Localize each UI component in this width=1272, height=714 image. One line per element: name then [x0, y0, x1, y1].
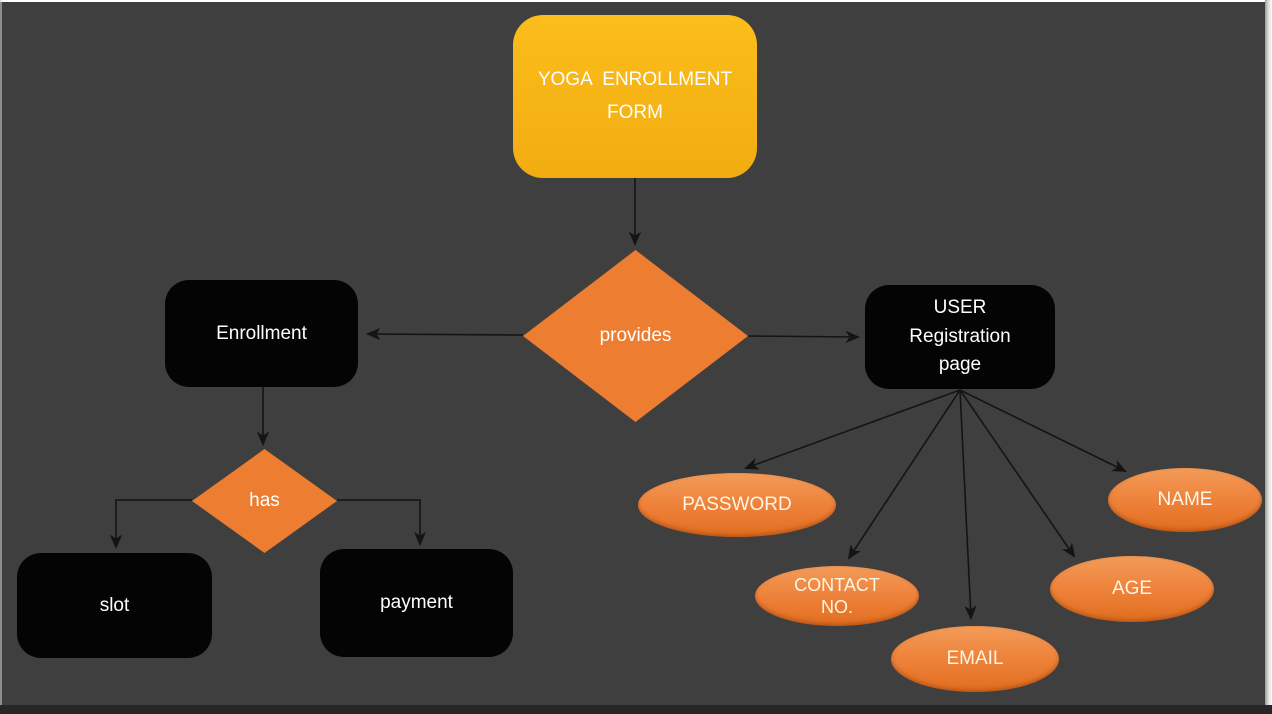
node-has-label: has — [249, 490, 280, 511]
edge-user-password — [743, 389, 961, 470]
edge-user-age — [959, 389, 1076, 558]
window-right-edge — [1265, 0, 1272, 705]
edge-user-email — [959, 389, 977, 621]
node-user-registration-page: USER Registration page — [865, 285, 1055, 389]
window-left-edge — [0, 0, 2, 705]
window-bottom-bar — [0, 705, 1272, 714]
node-name-label: NAME — [1157, 489, 1213, 511]
node-payment-label: payment — [380, 592, 453, 614]
edge-provides-user-registration — [747, 330, 861, 343]
node-attribute-age: AGE — [1050, 556, 1214, 622]
node-provides-diamond: provides — [523, 250, 748, 422]
node-has-diamond: has — [192, 449, 337, 553]
node-yoga-enrollment-form: YOGA ENROLLMENT FORM — [513, 15, 757, 178]
edge-user-name — [959, 389, 1127, 472]
node-attribute-password: PASSWORD — [638, 473, 836, 537]
node-password-label: PASSWORD — [682, 494, 792, 516]
node-enrollment-label: Enrollment — [216, 322, 307, 344]
node-email-label: EMAIL — [946, 648, 1004, 670]
edge-user-contact-no — [847, 389, 961, 560]
edge-has-slot — [109, 499, 192, 550]
node-user-registration-page-label: USER Registration page — [909, 297, 1011, 376]
node-attribute-name: NAME — [1108, 468, 1262, 532]
window-top-edge — [0, 0, 1272, 2]
node-age-label: AGE — [1111, 578, 1153, 600]
node-slot: slot — [17, 553, 212, 658]
edge-has-payment — [337, 499, 427, 547]
node-slot-label: slot — [99, 594, 130, 616]
node-attribute-email: EMAIL — [891, 626, 1059, 692]
node-yoga-enrollment-form-label: YOGA ENROLLMENT FORM — [537, 69, 733, 123]
node-payment: payment — [320, 549, 513, 657]
node-contact-no-label: CONTACT NO. — [794, 574, 880, 618]
node-enrollment: Enrollment — [165, 280, 358, 387]
edge-provides-enrollment — [365, 328, 524, 341]
node-attribute-contact-no: CONTACT NO. — [755, 566, 919, 626]
node-provides-label: provides — [599, 325, 672, 346]
